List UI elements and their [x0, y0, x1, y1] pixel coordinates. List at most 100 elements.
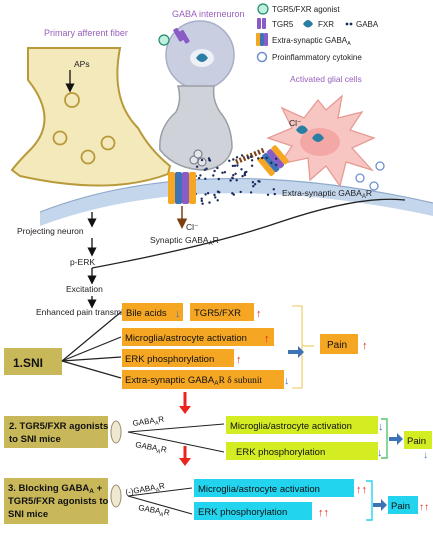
gaba-molecule	[200, 199, 203, 203]
sni-label: 1.SNI	[13, 356, 43, 370]
group-blocking: 3. Blocking GABAA + TGR5/FXR agonists to…	[4, 478, 429, 524]
gaba-molecule	[223, 171, 227, 174]
legend-agonist: TGR5/FXR agonist	[272, 5, 340, 14]
microglia-label-1: Microglia/astrocyte activation	[125, 333, 247, 344]
pain-bracket-3	[366, 480, 373, 521]
gaba-molecule	[253, 183, 257, 186]
cytokine-icon	[256, 51, 268, 63]
microglia-up-arrow-3: ↑↑	[356, 484, 367, 496]
microglia-up-arrow-1: ↑	[264, 333, 270, 345]
erk-down-arrow-2: ↓	[377, 447, 383, 459]
group-agonists: 2. TGR5/FXR agonists to SNI mice GABAAR …	[4, 415, 432, 461]
fxr-icon	[296, 125, 308, 134]
activated-glial-label: Activated glial cells	[290, 74, 362, 84]
gaba-interneuron-axon	[159, 85, 233, 171]
cl-glial-label: Cl⁻	[289, 118, 302, 128]
gaba-molecule	[216, 199, 219, 202]
gabaar-top-label-3: (-)GABAAR	[125, 481, 166, 499]
blocking-label-line3: SNI mice	[8, 509, 48, 520]
gaba-molecule	[250, 164, 254, 167]
blocking-label-line1: 3. Blocking GABAA +	[8, 483, 103, 495]
gaba-molecule	[231, 164, 235, 168]
gaba-molecule	[214, 196, 217, 199]
p-erk-label: p-ERK	[70, 257, 95, 267]
agonists-label-line2: to SNI mice	[9, 434, 61, 445]
gabaar-bottom-label-2: GABAAR	[134, 440, 167, 456]
pain-bracket-2	[381, 418, 388, 459]
agonist-icon	[158, 34, 170, 46]
pain-label-3: Pain	[391, 501, 410, 512]
erk-box-1	[122, 349, 234, 367]
microglia-box-2	[226, 416, 378, 434]
cytokine-icon	[355, 161, 385, 191]
gaba-molecule	[241, 175, 244, 178]
pain-up-arrow-3: ↑↑	[419, 502, 429, 513]
gaba-molecule	[275, 157, 278, 160]
gaba-molecule	[265, 156, 268, 160]
gaba-icon	[345, 22, 353, 26]
gaba-molecule	[234, 172, 237, 175]
gabaar-bottom-label-3: GABAAR	[137, 503, 170, 519]
agonist-icon	[257, 3, 269, 15]
sni-label-box	[4, 348, 62, 375]
legend-cytokine: Proinflammatory cytokine	[272, 53, 362, 62]
gaba-molecule	[201, 202, 204, 205]
gaba-molecule	[232, 193, 235, 196]
gaba-molecule	[257, 180, 260, 183]
gaba-molecule	[208, 201, 211, 204]
gaba-molecule	[200, 197, 203, 200]
gaba-molecule	[216, 190, 220, 193]
gaba-molecule	[235, 179, 238, 182]
vesicle	[80, 149, 96, 165]
bile-acids-box	[122, 303, 183, 321]
gaba-molecule	[273, 192, 276, 196]
gaba-molecule	[261, 156, 264, 160]
legend-extra-synaptic: Extra-synaptic GABAA	[272, 36, 351, 47]
synaptic-receptor-icon	[168, 172, 196, 204]
gaba-molecule	[266, 193, 270, 196]
extra-synaptic-subunit-label: Extra-synaptic GABAAR δ subunit	[125, 375, 262, 387]
projecting-neuron-membrane	[40, 178, 433, 226]
gaba-molecule	[213, 169, 216, 173]
gaba-molecule	[235, 156, 239, 159]
projecting-neuron-label: Projecting neuron	[17, 226, 84, 236]
gaba-molecule	[232, 174, 235, 177]
fxr-icon	[303, 20, 313, 28]
gaba-molecule	[204, 193, 207, 196]
pain-box-2	[404, 431, 432, 449]
gaba-molecule	[203, 168, 206, 171]
erk-label-2: ERK phosphorylation	[236, 447, 325, 458]
gaba-molecule	[199, 174, 202, 177]
pain-box-3	[388, 496, 418, 514]
gaba-molecule	[221, 171, 224, 174]
bile-acids-down-arrow: ↓	[175, 308, 181, 320]
gaba-molecule	[275, 163, 278, 167]
schematic: APs Primary afferent fiber GABA interneu…	[10, 9, 433, 317]
erk-up-arrow-3: ↑↑	[318, 507, 329, 519]
primary-afferent-label: Primary afferent fiber	[44, 28, 128, 38]
gaba-molecule	[204, 177, 207, 180]
erk-label-3: ERK phosphorylation	[198, 507, 287, 518]
pain-down-arrow-2: ↓	[423, 450, 428, 461]
legend-gaba: GABA	[356, 20, 379, 29]
pain-label-2: Pain	[407, 436, 426, 447]
enhanced-pain-label: Enhanced pain transmission	[36, 307, 143, 317]
microglia-box-3	[194, 479, 354, 497]
gaba-molecule	[239, 190, 242, 194]
vesicle	[64, 92, 80, 108]
gaba-vesicle	[193, 149, 203, 159]
erk-up-arrow-1: ↑	[236, 354, 242, 366]
gaba-molecule	[243, 173, 247, 177]
gaba-molecule	[213, 193, 216, 197]
gaba-molecule	[229, 179, 232, 182]
gaba-molecule	[232, 158, 235, 161]
gaba-interneuron-label: GABA interneuron	[172, 9, 245, 19]
vesicle	[100, 135, 116, 151]
gaba-molecule	[245, 170, 248, 174]
microglia-down-arrow-2: ↓	[378, 421, 384, 433]
gaba-molecule	[216, 166, 219, 170]
gaba-molecule	[270, 161, 273, 164]
gaba-molecule	[231, 176, 234, 179]
cl-synaptic-label: Cl⁻	[186, 222, 199, 232]
pain-bracket-1	[292, 305, 303, 389]
